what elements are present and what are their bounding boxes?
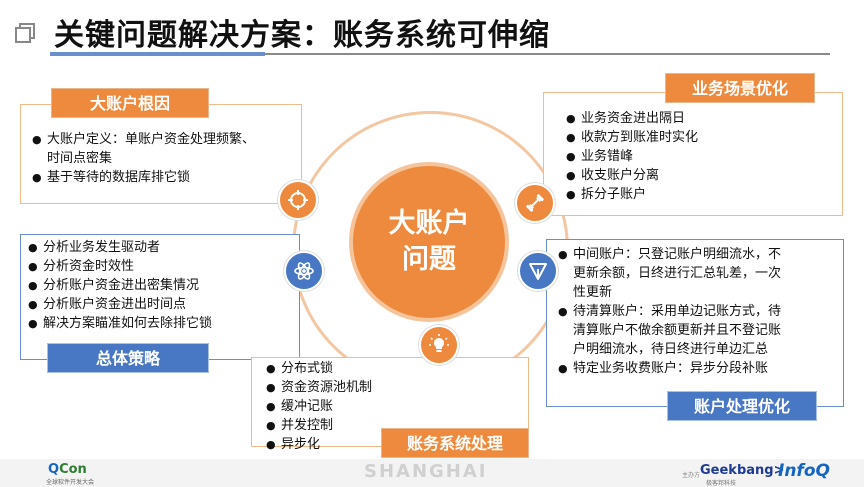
list-item: 时间点密集 <box>47 151 113 166</box>
account-panel <box>546 239 844 407</box>
account-label: 账户处理优化 <box>667 391 817 421</box>
crosshair-icon <box>288 190 308 210</box>
list-item: 基于等待的数据库排它锁 <box>32 168 300 187</box>
infoq-logo: InfoQ <box>778 461 830 481</box>
list-item-cont: 更新余额，日终进行汇总轧差，一次 <box>573 266 782 281</box>
list-item: 拆分子账户 <box>566 185 826 204</box>
business-label: 业务场景优化 <box>665 73 815 103</box>
geekbang-subtitle: 极客邦科技 <box>706 480 737 487</box>
title-divider-accent <box>50 52 265 56</box>
list-item-cont: 性更新 <box>573 285 613 300</box>
list-item: 解决方案瞄准如何去除排它锁 <box>28 314 298 333</box>
list-item: 并发控制 <box>266 416 466 435</box>
node-strategy <box>284 251 324 291</box>
list-item: 异步化 <box>266 435 466 454</box>
account-list: 中间账户：只登记账户明细流水，不 更新余额，日终进行汇总轧差，一次 性更新 待清… <box>558 245 842 378</box>
system-label: 账务系统处理 <box>381 428 529 458</box>
qcon-subtitle: 全球软件开发大会 <box>46 479 95 486</box>
business-list: 业务资金进出隔日 收款方到账准时实化 业务错峰 收支账户分离 拆分子账户 <box>566 109 826 204</box>
center-line-2: 问题 <box>402 244 456 275</box>
node-account <box>518 251 558 291</box>
strategy-list: 分析业务发生驱动者 分析资金时效性 分析账户资金进出密集情况 分析账户资金进出时… <box>28 238 298 333</box>
list-item: 分析业务发生驱动者 <box>28 238 298 257</box>
geekbang-logo: Geekbang>. <box>700 463 790 478</box>
city-watermark: SHANGHAI <box>364 461 488 482</box>
list-item: 收款方到账准时实化 <box>566 128 826 147</box>
center-circle: 大账户 问题 <box>349 162 509 322</box>
list-item: 业务错峰 <box>566 147 826 166</box>
list-item: 分布式锁 <box>266 359 466 378</box>
list-item: 特定业务收费账户：异步分段补账 <box>558 359 842 378</box>
list-item-cont: 户明细流水，待日终进行单边汇总 <box>573 342 769 357</box>
center-line-1: 大账户 <box>388 208 470 239</box>
node-business <box>515 183 555 223</box>
copy-icon <box>15 23 35 43</box>
list-item: 分析账户资金进出密集情况 <box>28 276 298 295</box>
dumbbell-icon <box>526 194 544 212</box>
title-divider <box>50 53 830 55</box>
node-root-cause <box>278 180 318 220</box>
root-cause-panel <box>20 104 302 204</box>
list-item: 大账户定义：单账户资金处理频繁、 <box>32 130 300 149</box>
root-cause-list: 大账户定义：单账户资金处理频繁、 时间点密集 基于等待的数据库排它锁 <box>32 130 300 187</box>
list-item: 资金资源池机制 <box>266 378 466 397</box>
node-system <box>419 325 459 365</box>
slide-title: 关键问题解决方案：账务系统可伸缩 <box>54 18 550 53</box>
lightbulb-icon <box>429 334 449 352</box>
list-item: 收支账户分离 <box>566 166 826 185</box>
system-list: 分布式锁 资金资源池机制 缓冲记账 并发控制 异步化 <box>266 359 466 454</box>
list-item-cont: 清算账户不做余额更新并且不登记账 <box>573 323 782 338</box>
qcon-logo: QCon <box>48 462 87 477</box>
organizer-label: 主办方 <box>682 472 701 479</box>
list-item: 中间账户：只登记账户明细流水，不 <box>558 245 842 264</box>
list-item: 分析资金时效性 <box>28 257 298 276</box>
footer-bar <box>0 459 864 487</box>
atom-icon <box>294 262 314 280</box>
list-item: 分析账户资金进出时间点 <box>28 295 298 314</box>
root-cause-label: 大账户根因 <box>51 88 209 118</box>
strategy-label: 总体策略 <box>47 343 209 373</box>
send-icon <box>529 263 547 280</box>
list-item: 业务资金进出隔日 <box>566 109 826 128</box>
list-item: 缓冲记账 <box>266 397 466 416</box>
list-item: 待清算账户：采用单边记账方式，待 <box>558 302 842 321</box>
